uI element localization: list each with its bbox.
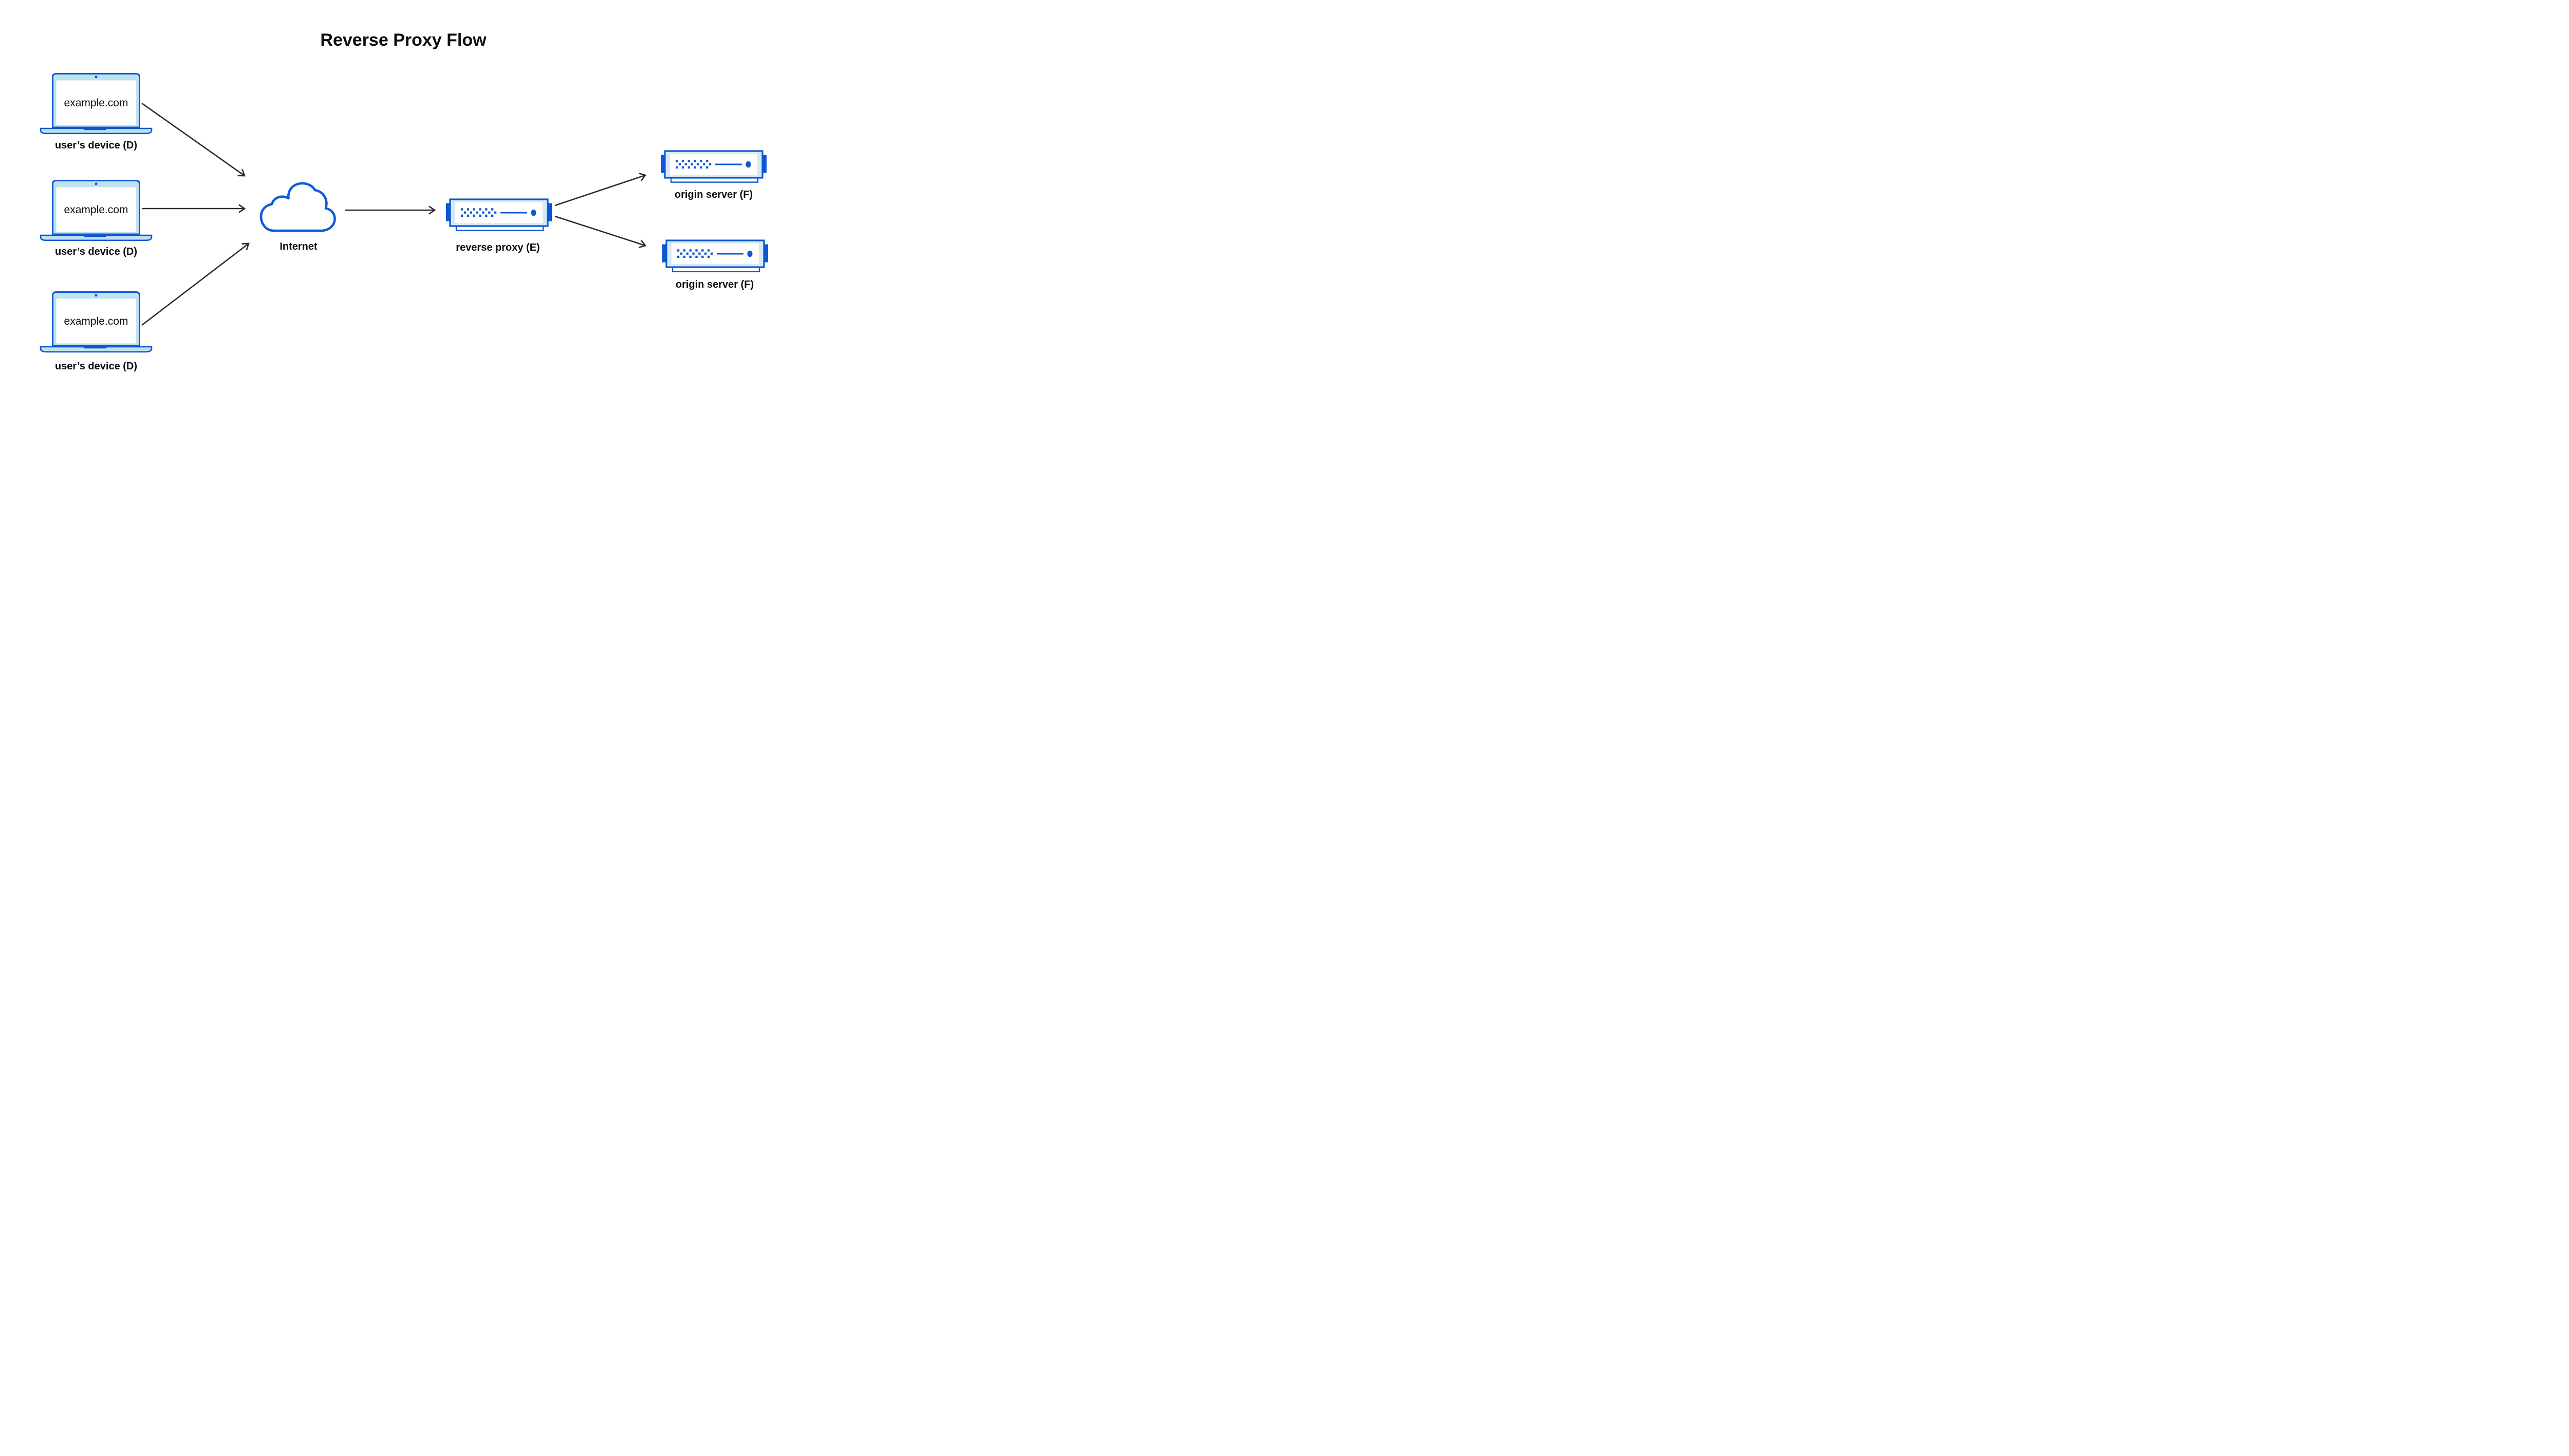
origin-server-label: origin server (F): [676, 279, 754, 290]
page-title: Reverse Proxy Flow: [320, 30, 487, 50]
flow-arrow-line: [554, 215, 646, 247]
flow-arrowhead-icon: [238, 204, 246, 213]
device-node-1: example.com user’s device (D): [40, 73, 153, 151]
flow-arrowhead-icon: [638, 173, 647, 181]
flow-arrow-line: [141, 102, 245, 177]
device-screen-text: example.com: [64, 315, 128, 327]
origin-server-node-2: origin server (F): [661, 239, 769, 290]
device-label: user’s device (D): [55, 361, 137, 372]
flow-arrowhead-icon: [237, 169, 246, 177]
internet-label: Internet: [280, 241, 318, 252]
flow-arrow-line: [141, 242, 249, 326]
device-node-2: example.com user’s device (D): [40, 180, 153, 257]
reverse-proxy-node: reverse proxy (E): [445, 198, 553, 253]
origin-server-label: origin server (F): [675, 189, 753, 200]
flow-arrowhead-icon: [241, 242, 250, 251]
device-label: user’s device (D): [55, 140, 137, 151]
flow-arrowhead-icon: [429, 206, 436, 215]
device-screen-text: example.com: [64, 97, 128, 109]
flow-arrow-line: [554, 174, 646, 207]
reverse-proxy-flow-diagram: Reverse Proxy Flow example.com user’s de…: [40, 30, 769, 372]
server-icon: [445, 198, 553, 232]
flow-arrows: [141, 102, 647, 326]
device-node-3: example.com user’s device (D): [40, 291, 153, 372]
reverse-proxy-label: reverse proxy (E): [456, 242, 539, 253]
internet-node: Internet: [259, 182, 336, 252]
device-screen-text: example.com: [64, 204, 128, 216]
flow-arrowhead-icon: [638, 239, 647, 249]
device-label: user’s device (D): [55, 246, 137, 257]
cloud-icon: [259, 182, 336, 232]
server-icon: [661, 239, 769, 273]
origin-server-node-1: origin server (F): [660, 150, 768, 200]
server-icon: [660, 150, 768, 183]
diagram-canvas: Reverse Proxy Flow example.com user’s de…: [0, 0, 805, 403]
